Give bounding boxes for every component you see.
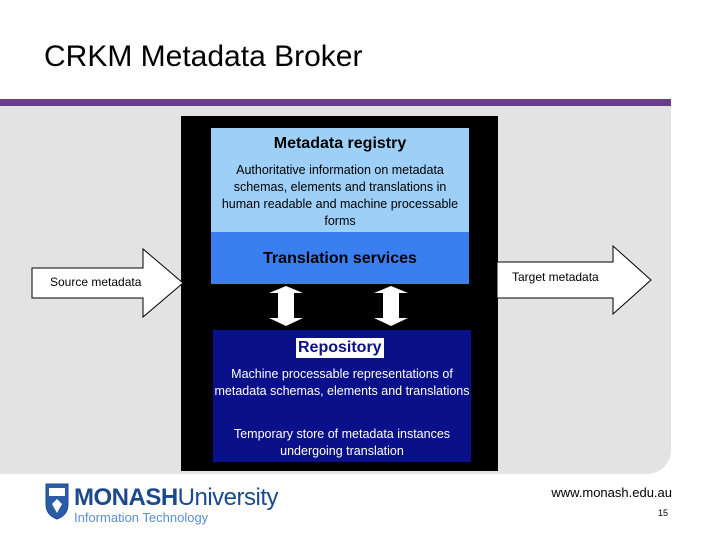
- repository-title: Repository: [296, 338, 384, 358]
- metadata-registry-box: Metadata registry Authoritative informat…: [211, 128, 469, 232]
- slide-title: CRKM Metadata Broker: [44, 40, 363, 73]
- source-metadata-label: Source metadata: [50, 275, 142, 289]
- logo-name-bold: MONASH: [74, 484, 178, 511]
- repository-description: Machine processable representations of m…: [214, 367, 470, 398]
- logo-name-regular: University: [177, 484, 279, 511]
- repository-box: Repository Machine processable represent…: [213, 330, 471, 462]
- monash-crest-icon: [45, 483, 69, 520]
- page-number: 15: [657, 508, 668, 518]
- logo-subtitle: Information Technology: [74, 510, 209, 525]
- monash-logo: MONASHUniversity Information Technology: [44, 482, 279, 525]
- target-metadata-label: Target metadata: [512, 270, 599, 284]
- repository-temporary-store: Temporary store of metadata instances un…: [233, 427, 451, 458]
- logo-wordmark: MONASHUniversity: [74, 484, 279, 512]
- footer-url: www.monash.edu.au: [551, 485, 672, 500]
- translation-services-title: Translation services: [263, 250, 417, 267]
- metadata-registry-title: Metadata registry: [273, 135, 407, 152]
- source-metadata-arrow: [31, 247, 184, 319]
- double-arrow-left-icon: [269, 286, 303, 326]
- translation-services-box: Translation services: [211, 232, 469, 284]
- title-divider: [0, 99, 671, 106]
- target-metadata-arrow: [496, 244, 652, 316]
- double-arrow-right-icon: [374, 286, 408, 326]
- metadata-registry-description: Authoritative information on metadata sc…: [221, 163, 459, 228]
